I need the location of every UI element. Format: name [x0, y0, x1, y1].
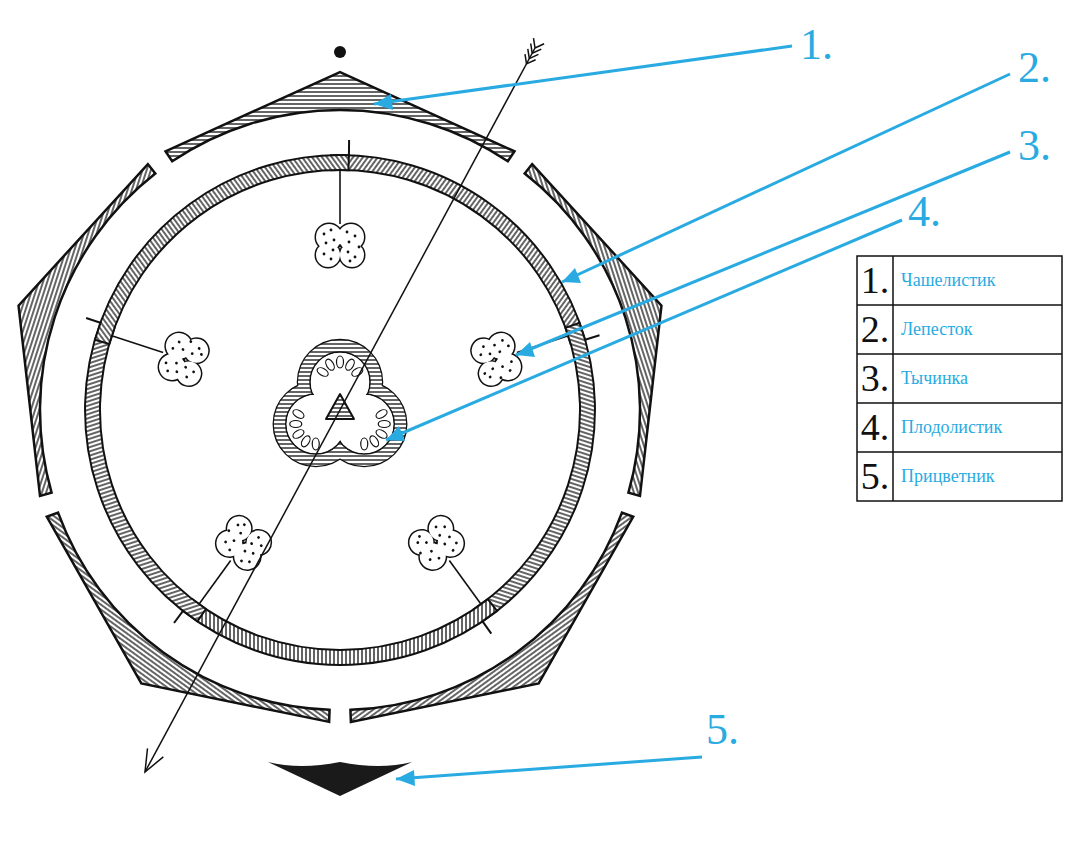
leader-lines	[374, 46, 1010, 779]
leader-heads	[374, 94, 581, 786]
callout-number: 3.	[1018, 120, 1051, 173]
table-number: 2.	[861, 307, 890, 353]
table-cell: Плодолистик	[901, 417, 1002, 439]
table-cell: Прицветник	[901, 466, 995, 488]
table-number: 1.	[861, 258, 890, 304]
sepals	[0, 72, 715, 786]
bract	[268, 762, 412, 796]
callout-number: 2.	[1018, 42, 1051, 95]
table-number: 3.	[861, 356, 890, 402]
callout-number: 4.	[908, 186, 941, 239]
callout-number: 1.	[800, 19, 833, 72]
stamens	[104, 170, 575, 618]
legend-table	[857, 256, 1062, 501]
table-number: 4.	[861, 405, 890, 451]
pistil	[274, 340, 406, 466]
symmetry-arrow	[145, 38, 544, 772]
flower	[0, 72, 715, 786]
table-cell: Чашелистик	[901, 270, 995, 292]
axis-dot	[334, 46, 346, 58]
table-number: 5.	[861, 454, 890, 500]
callout-number: 5.	[706, 704, 739, 757]
petals	[46, 106, 631, 665]
table-cell: Лепесток	[901, 319, 973, 341]
table-cell: Тычинка	[901, 368, 968, 390]
